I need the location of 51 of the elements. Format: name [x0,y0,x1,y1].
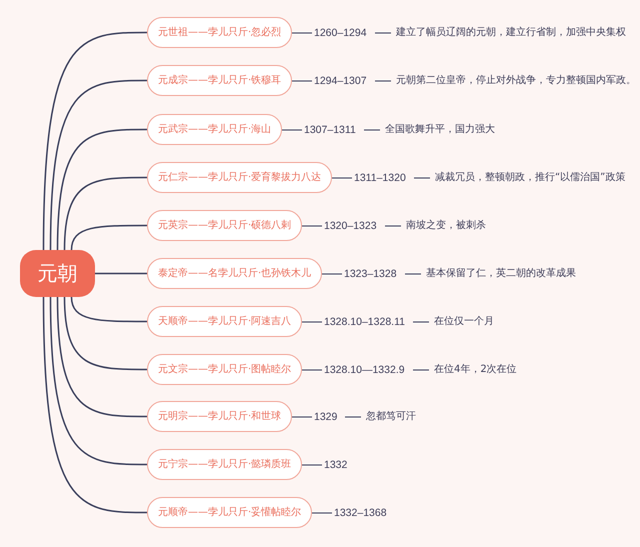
date-text: 1328.10—1332.9 [322,362,413,376]
date-text: 1329 [312,410,346,424]
connector-line [374,80,392,82]
description-text: 减裁冗员，整顿朝政，推行“以儒治国”政策 [430,171,628,185]
branch-line [70,224,147,250]
branch-line [42,296,147,514]
date-text: 1311–1320 [352,170,414,184]
date-text: 1307–1311 [302,122,364,136]
branch-line [56,128,147,250]
branch-line [64,176,147,250]
description-text: 元朝第二位皇帝，停止对外战争，专力整顿国内军政。 [391,74,638,88]
connector-line [344,416,362,418]
date-text: 1294–1307 [312,74,375,88]
date-text: 1332 [322,458,356,472]
branch-topic: 元武宗——孛儿只斤·海山 [147,114,282,144]
branch-line [95,272,147,274]
branch-topic: 元文宗——孛儿只斤·图帖睦尔 [147,354,302,384]
description-text: 基本保留了仁，英二朝的改革成果 [421,267,578,281]
branch-topic: 天顺帝——孛儿只斤·阿速吉八 [147,306,302,336]
description-text: 建立了幅员辽阔的元朝，建立行省制，加强中央集权 [391,26,628,40]
description-text: 全国歌舞升平，国力强大 [380,123,497,137]
branch-line [64,296,147,370]
branch-topic: 元成宗——孛儿只斤·铁穆耳 [147,64,292,96]
description-text: 在位仅一个月 [429,315,496,329]
branch-topic: 泰定帝——名孛儿只斤·也孙铁木儿 [147,258,322,288]
branch-topic: 元宁宗——孛儿只斤·懿璘质班 [147,448,302,480]
date-text: 1320–1323 [322,218,385,232]
connector-line [292,80,312,82]
connector-line [292,32,312,34]
branch-line [42,32,147,250]
date-text: 1332–1368 [332,506,395,520]
branch-line [50,80,147,250]
description-text: 在位4年，2次在位 [429,363,519,377]
date-text: 1323–1328 [342,266,405,280]
description-text: 南坡之变，被刺杀 [401,219,488,233]
date-text: 1260–1294 [312,26,375,40]
central-topic: 元朝 [20,250,95,297]
branch-topic: 元仁宗——孛儿只斤·爱育黎拔力八达 [147,162,332,192]
connector-line [292,416,312,418]
branch-topic: 元世祖——孛儿只斤·忽必烈 [147,16,292,48]
description-text: 忽都笃可汗 [361,410,418,424]
branch-line [50,296,147,466]
branch-topic: 元顺帝——孛儿只斤·妥懽帖睦尔 [147,496,312,528]
connector-line [374,32,392,34]
date-text: 1328.10–1328.11 [322,314,413,328]
connector-line [312,512,332,514]
connector-line [302,464,322,466]
branch-line [56,296,147,418]
branch-topic: 元英宗——孛儿只斤·硕德八剌 [147,210,302,240]
branch-topic: 元明宗——孛儿只斤·和世球 [147,400,292,432]
branch-line [70,296,147,322]
